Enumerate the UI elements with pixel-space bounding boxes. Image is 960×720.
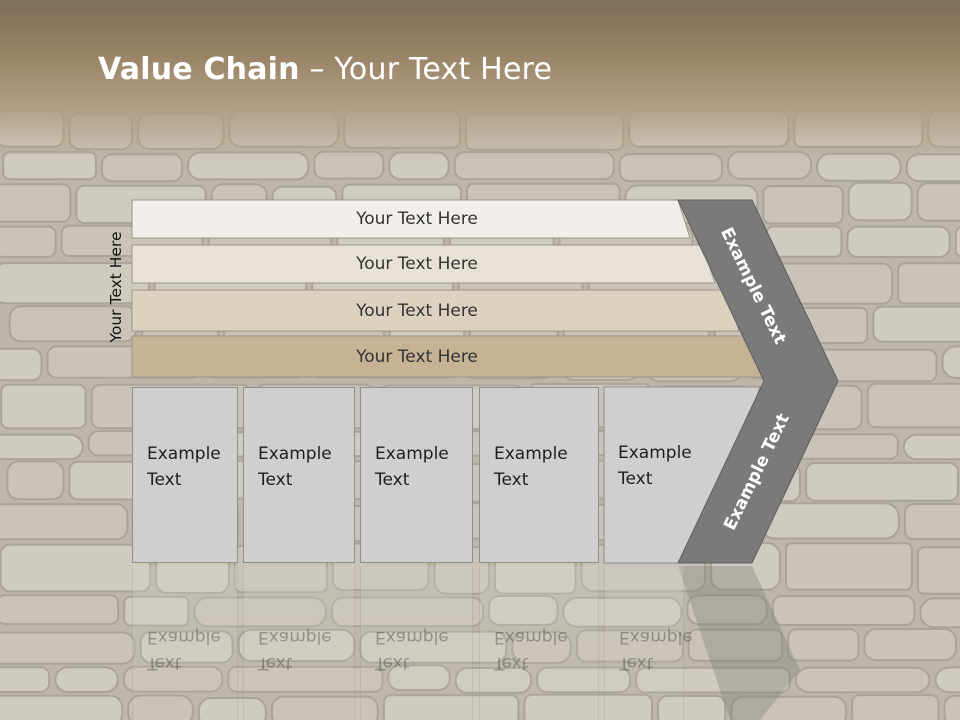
- margin-arrow-shape: [677, 199, 839, 564]
- support-bar-1-label: Your Text Here: [356, 209, 478, 229]
- stone: [762, 185, 844, 225]
- stone: [846, 225, 951, 258]
- stone: [916, 182, 960, 222]
- stone: [122, 665, 224, 693]
- stone: [0, 225, 57, 258]
- support-bar-3-label: Your Text Here: [356, 301, 478, 321]
- stone: [127, 694, 194, 720]
- support-bar-2[interactable]: Your Text Here: [131, 244, 722, 284]
- stone: [562, 596, 683, 628]
- stone: [536, 666, 632, 694]
- stone: [794, 666, 931, 694]
- stone: [919, 597, 960, 629]
- support-bar-3[interactable]: Your Text Here: [131, 289, 742, 332]
- stone: [0, 383, 87, 430]
- stone: [934, 666, 960, 694]
- slide-title-rest: – Your Text Here: [299, 52, 553, 87]
- stone: [0, 347, 43, 382]
- stone: [902, 433, 960, 461]
- slide-title-bold: Value Chain: [98, 52, 300, 87]
- stone: [905, 153, 960, 183]
- stone: [331, 596, 485, 628]
- slide-title: Value Chain – Your Text Here: [98, 52, 552, 87]
- support-bar-1[interactable]: Your Text Here: [131, 199, 702, 239]
- stone: [0, 594, 120, 626]
- stone: [0, 433, 84, 461]
- stone: [863, 628, 957, 662]
- stone: [687, 628, 784, 662]
- stone: [916, 546, 960, 595]
- stone: [511, 630, 572, 664]
- stone: [0, 503, 129, 541]
- stone: [139, 630, 234, 664]
- stone: [784, 542, 913, 591]
- stone: [237, 628, 356, 662]
- stone: [787, 628, 860, 662]
- stone: [270, 695, 379, 720]
- stone: [805, 461, 959, 502]
- stone: [576, 629, 684, 663]
- stone: [904, 503, 960, 541]
- stone: [730, 695, 848, 720]
- stone: [0, 631, 136, 665]
- support-bar-2-label: Your Text Here: [356, 254, 478, 274]
- support-bar-4-label: Your Text Here: [356, 347, 478, 367]
- support-bar-4[interactable]: Your Text Here: [131, 335, 764, 378]
- stone: [197, 697, 267, 720]
- stone: [0, 543, 152, 593]
- stone: [359, 630, 508, 664]
- stone: [454, 667, 533, 694]
- stone: [686, 594, 768, 626]
- stone: [941, 345, 960, 379]
- stone: [382, 694, 520, 720]
- stone: [488, 595, 559, 626]
- stone: [897, 262, 960, 305]
- header-band: [0, 0, 960, 160]
- stone: [123, 595, 190, 627]
- stone: [6, 460, 65, 501]
- stone: [523, 693, 653, 720]
- stone: [387, 664, 451, 692]
- stone: [0, 666, 51, 693]
- margin-arrow-reflection: [678, 566, 800, 720]
- stone: [635, 666, 791, 694]
- stone: [0, 183, 72, 223]
- stone: [954, 226, 960, 258]
- stone: [851, 694, 940, 720]
- stone: [943, 694, 960, 720]
- stone: [0, 694, 124, 720]
- stone: [193, 596, 327, 628]
- stone: [771, 595, 916, 626]
- stone: [657, 694, 727, 720]
- stone: [847, 181, 913, 222]
- stone: [54, 666, 119, 694]
- stone: [872, 305, 960, 343]
- stone: [227, 665, 384, 693]
- stone: [866, 382, 960, 429]
